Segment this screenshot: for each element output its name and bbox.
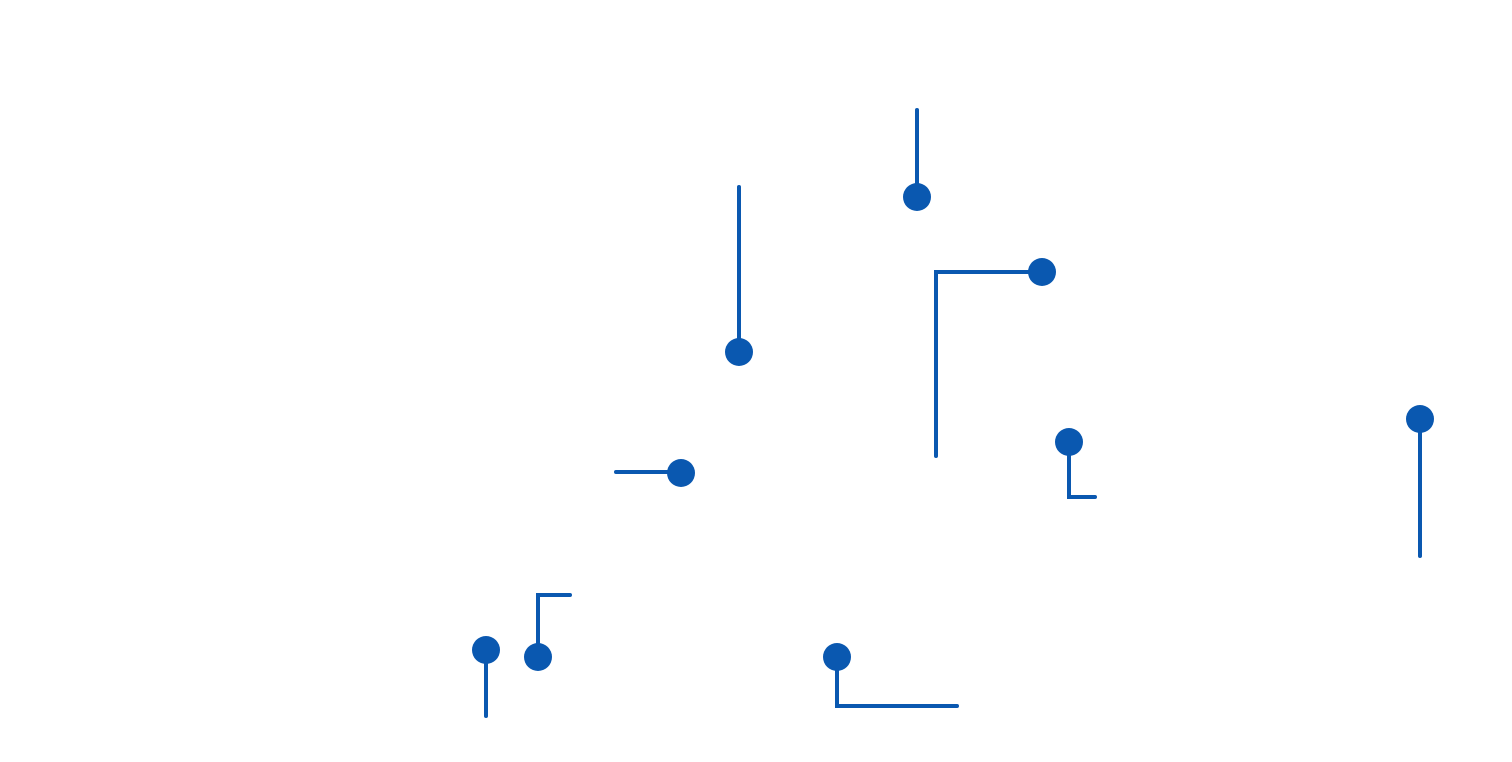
pin-dot-icon (472, 636, 500, 664)
callout-pin (1406, 405, 1434, 558)
callout-pin (823, 643, 959, 708)
pin-dot-icon (1406, 405, 1434, 433)
leader-line (835, 655, 959, 708)
leader-line (536, 593, 572, 659)
callout-pin (614, 459, 695, 487)
callout-pin (472, 636, 500, 718)
callout-pin (1055, 428, 1097, 499)
pin-dot-icon (903, 183, 931, 211)
callout-pin (524, 593, 572, 671)
pin-dot-icon (1028, 258, 1056, 286)
callout-pin (903, 108, 931, 211)
leader-line (1067, 440, 1097, 499)
pin-dot-icon (725, 338, 753, 366)
leader-line (934, 270, 1044, 458)
pin-dot-icon (667, 459, 695, 487)
pin-dot-icon (823, 643, 851, 671)
callout-pins-layer (472, 108, 1434, 718)
pin-dot-icon (1055, 428, 1083, 456)
pin-dot-icon (524, 643, 552, 671)
callout-pin (934, 258, 1056, 458)
callout-pin (725, 185, 753, 366)
